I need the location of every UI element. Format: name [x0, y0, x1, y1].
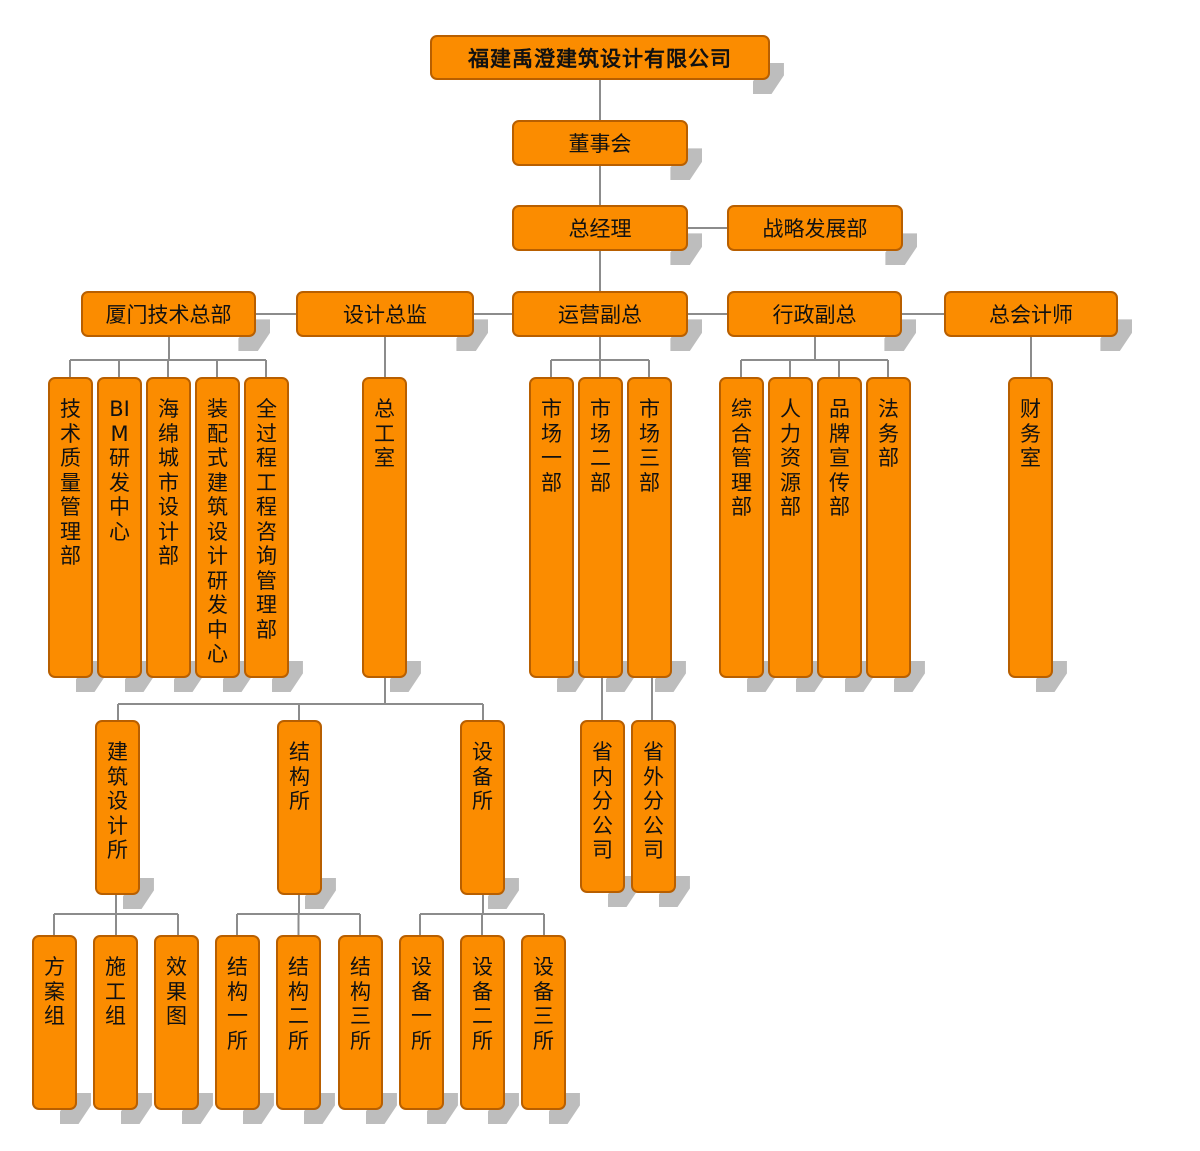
- chief-accountant-box: 总会计师: [944, 291, 1118, 337]
- institute-3: 设备所: [460, 720, 505, 895]
- xiamen-dept-1: 技术质量管理部: [48, 377, 93, 678]
- general-manager-box: 总经理: [512, 205, 688, 251]
- finance-office-box-label: 财务室: [1020, 397, 1041, 470]
- institute-2: 结构所: [277, 720, 322, 895]
- admin-dept-4-label: 法务部: [878, 397, 899, 470]
- xiamen-hq-box-label: 厦门技术总部: [105, 303, 232, 327]
- xiamen-dept-4-label: 装配式建筑设计研发中心: [207, 397, 228, 666]
- xiamen-dept-3-label: 海绵城市设计部: [158, 397, 179, 568]
- design-director-box-label: 设计总监: [343, 303, 427, 327]
- admin-dept-1: 综合管理部: [719, 377, 764, 678]
- xiamen-dept-4: 装配式建筑设计研发中心: [195, 377, 240, 678]
- institute-2-label: 结构所: [289, 740, 310, 813]
- company-box-label: 福建禹澄建筑设计有限公司: [468, 46, 732, 71]
- group-2-3: 结构三所: [338, 935, 383, 1110]
- group-2-1-label: 结构一所: [227, 955, 248, 1053]
- admin-dept-2: 人力资源部: [768, 377, 813, 678]
- finance-office-box: 财务室: [1008, 377, 1053, 678]
- xiamen-hq-box: 厦门技术总部: [81, 291, 256, 337]
- group-3-2-label: 设备二所: [472, 955, 493, 1053]
- institute-3-label: 设备所: [472, 740, 493, 813]
- xiamen-dept-1-label: 技术质量管理部: [60, 397, 81, 568]
- institute-1: 建筑设计所: [95, 720, 140, 895]
- chief-accountant-box-label: 总会计师: [989, 303, 1073, 327]
- group-1-3-label: 效果图: [166, 955, 187, 1028]
- admin-vp-box-label: 行政副总: [772, 303, 857, 327]
- branch-2-label: 省外分公司: [643, 740, 664, 862]
- group-1-1-label: 方案组: [44, 955, 65, 1028]
- operations-vp-box: 运营副总: [512, 291, 688, 337]
- xiamen-dept-2: BIM研发中心: [97, 377, 142, 678]
- group-2-1: 结构一所: [215, 935, 260, 1110]
- branch-1-label: 省内分公司: [592, 740, 613, 862]
- strategy-dept-box: 战略发展部: [727, 205, 903, 251]
- chief-engineer-office-box-label: 总工室: [374, 397, 395, 470]
- company-box: 福建禹澄建筑设计有限公司: [430, 35, 770, 80]
- branch-2: 省外分公司: [631, 720, 676, 893]
- group-1-3: 效果图: [154, 935, 199, 1110]
- strategy-dept-box-label: 战略发展部: [762, 217, 868, 241]
- group-3-3: 设备三所: [521, 935, 566, 1110]
- operations-vp-box-label: 运营副总: [558, 303, 642, 327]
- xiamen-dept-2-label: BIM研发中心: [109, 397, 130, 544]
- board-box-label: 董事会: [568, 132, 632, 156]
- group-3-1-label: 设备一所: [411, 955, 432, 1053]
- branch-1: 省内分公司: [580, 720, 625, 893]
- admin-dept-2-label: 人力资源部: [780, 397, 801, 519]
- market-2-label: 市场二部: [590, 397, 611, 495]
- admin-vp-box: 行政副总: [727, 291, 902, 337]
- admin-dept-1-label: 综合管理部: [731, 397, 752, 519]
- market-1: 市场一部: [529, 377, 574, 678]
- admin-dept-3: 品牌宣传部: [817, 377, 862, 678]
- market-1-label: 市场一部: [541, 397, 562, 495]
- market-3: 市场三部: [627, 377, 672, 678]
- group-3-3-label: 设备三所: [533, 955, 554, 1053]
- admin-dept-4: 法务部: [866, 377, 911, 678]
- group-3-1: 设备一所: [399, 935, 444, 1110]
- group-3-2: 设备二所: [460, 935, 505, 1110]
- group-2-2-label: 结构二所: [288, 955, 309, 1053]
- design-director-box: 设计总监: [296, 291, 474, 337]
- group-1-2-label: 施工组: [105, 955, 126, 1028]
- market-3-label: 市场三部: [639, 397, 660, 495]
- xiamen-dept-3: 海绵城市设计部: [146, 377, 191, 678]
- chief-engineer-office-box: 总工室: [362, 377, 407, 678]
- xiamen-dept-5-label: 全过程工程咨询管理部: [256, 397, 277, 642]
- general-manager-box-label: 总经理: [568, 217, 632, 241]
- group-1-1: 方案组: [32, 935, 77, 1110]
- group-2-2: 结构二所: [276, 935, 321, 1110]
- group-2-3-label: 结构三所: [350, 955, 371, 1053]
- institute-1-label: 建筑设计所: [107, 740, 128, 862]
- market-2: 市场二部: [578, 377, 623, 678]
- group-1-2: 施工组: [93, 935, 138, 1110]
- board-box: 董事会: [512, 120, 688, 166]
- xiamen-dept-5: 全过程工程咨询管理部: [244, 377, 289, 678]
- admin-dept-3-label: 品牌宣传部: [829, 397, 850, 519]
